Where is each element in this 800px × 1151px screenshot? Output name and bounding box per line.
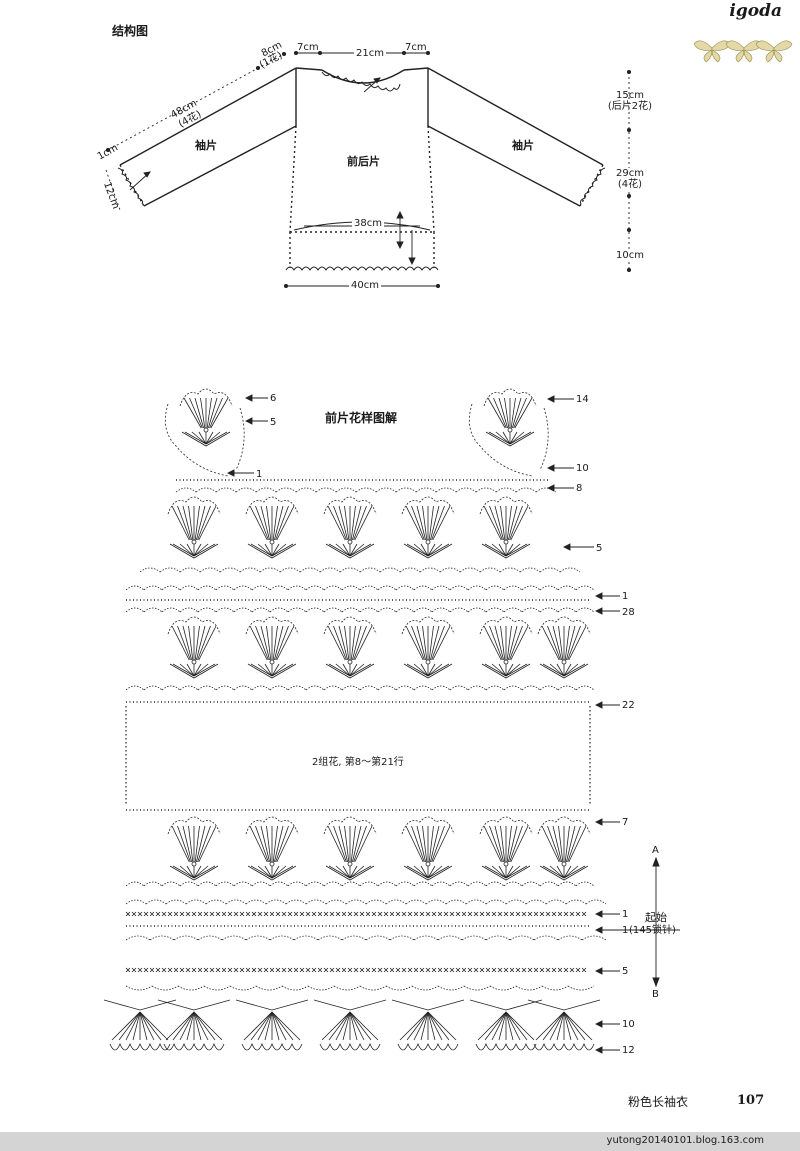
shell-motif: [483, 388, 537, 447]
dim-15cm: 15cm: [616, 90, 644, 101]
shell-motif: [323, 816, 377, 881]
row-label-5b: 5: [596, 543, 603, 554]
row-label-10a: 10: [576, 463, 589, 474]
scallop-fan: [157, 999, 231, 1051]
row-label-28: 28: [622, 607, 635, 618]
chart-title: 前片花样图解: [325, 411, 398, 425]
middle-repeat-note: 2组花, 第8～第21行: [312, 757, 404, 768]
row-label-1d: 1: [622, 925, 629, 936]
shell-motif: [537, 616, 591, 679]
row-label-10b: 10: [622, 1019, 635, 1030]
scallop-fan: [103, 999, 177, 1051]
brand-logo: igoda: [729, 1, 782, 21]
dim-38cm: 38cm: [352, 218, 384, 229]
row-label-12: 12: [622, 1045, 635, 1056]
left-cuff-edging: [117, 167, 143, 205]
shell-motif: [401, 816, 455, 881]
sleeve-right-label: 袖片: [512, 139, 534, 152]
page-caption: 粉色长袖衣: [628, 1095, 689, 1109]
scallop-fan: [391, 999, 465, 1051]
footer-url: yutong20140101.blog.163.com: [606, 1135, 764, 1146]
single-crochet-row: [125, 967, 587, 973]
structure-title: 结构图: [112, 24, 149, 38]
single-crochet-row: [125, 911, 587, 917]
chart-strokes: [103, 388, 607, 1051]
row-label-5a: 5: [270, 417, 277, 428]
row-label-1c: 1: [622, 909, 629, 920]
row-arrows: [226, 394, 680, 1054]
shell-motif: [537, 816, 591, 881]
chain-arch-row: [125, 935, 607, 941]
row-label-1a: 1: [256, 469, 263, 480]
dim-7cm-right: 7cm: [405, 42, 427, 53]
dim-40cm: 40cm: [349, 280, 381, 291]
start-label: 起始: [645, 911, 667, 924]
chain-arch-row: [125, 607, 595, 613]
row-label-8: 8: [576, 483, 583, 494]
butterfly-ornaments: [693, 40, 793, 63]
shell-motif: [167, 816, 221, 881]
shell-motif: [167, 496, 221, 559]
scallop-fan: [527, 999, 601, 1051]
dim-29cm-flowers: (4花): [606, 179, 654, 190]
sleeve-left-label: 袖片: [195, 139, 217, 152]
row-label-14: 14: [576, 394, 589, 405]
chain-arch-row: [125, 881, 595, 887]
shell-motif: [323, 496, 377, 559]
row-label-1b: 1: [622, 591, 629, 602]
neck-edging: [321, 71, 401, 92]
footer-bar: [0, 1132, 800, 1151]
row-label-22: 22: [622, 700, 635, 711]
dim-10cm: 10cm: [606, 250, 654, 261]
crochet-chart: [103, 388, 680, 1054]
dim-21cm: 21cm: [354, 48, 386, 59]
chain-arch-row: [125, 899, 607, 905]
row-label-7: 7: [622, 817, 629, 828]
dim-7cm-left: 7cm: [297, 42, 319, 53]
dim-29cm: 29cm: [606, 168, 654, 179]
row-label-6: 6: [270, 393, 277, 404]
dim-15cm-note: (后片2花): [607, 101, 653, 112]
body-label: 前后片: [347, 155, 380, 168]
chain-count-label: (145锁针): [629, 925, 676, 936]
shell-motif: [401, 496, 455, 559]
shell-motif: [245, 496, 299, 559]
shell-motif: [479, 816, 533, 881]
scallop-fan: [469, 999, 543, 1051]
butterfly-icon: [755, 40, 793, 63]
shell-motif: [167, 616, 221, 679]
hem-edging: [285, 266, 439, 271]
chain-arch-row: [125, 985, 595, 991]
direction-b-label: B: [652, 989, 659, 1000]
shell-motif: [323, 616, 377, 679]
shell-motif: [245, 816, 299, 881]
chain-arch-row: [125, 585, 595, 591]
butterfly-icon: [693, 40, 731, 63]
shell-motif: [479, 496, 533, 559]
right-cuff-edging: [580, 167, 606, 205]
scallop-fan: [313, 999, 387, 1051]
middle-box: [125, 706, 591, 806]
chain-arch-row: [139, 567, 581, 573]
row-label-5c: 5: [622, 966, 629, 977]
shell-motif: [401, 616, 455, 679]
shell-motif: [479, 616, 533, 679]
scallop-fan: [235, 999, 309, 1051]
chain-arch-row: [125, 685, 595, 691]
chain-arch-row: [175, 487, 557, 493]
direction-a-label: A: [652, 845, 659, 856]
shell-motif: [179, 388, 233, 447]
shell-motif: [245, 616, 299, 679]
page-number: 107: [737, 1093, 765, 1108]
